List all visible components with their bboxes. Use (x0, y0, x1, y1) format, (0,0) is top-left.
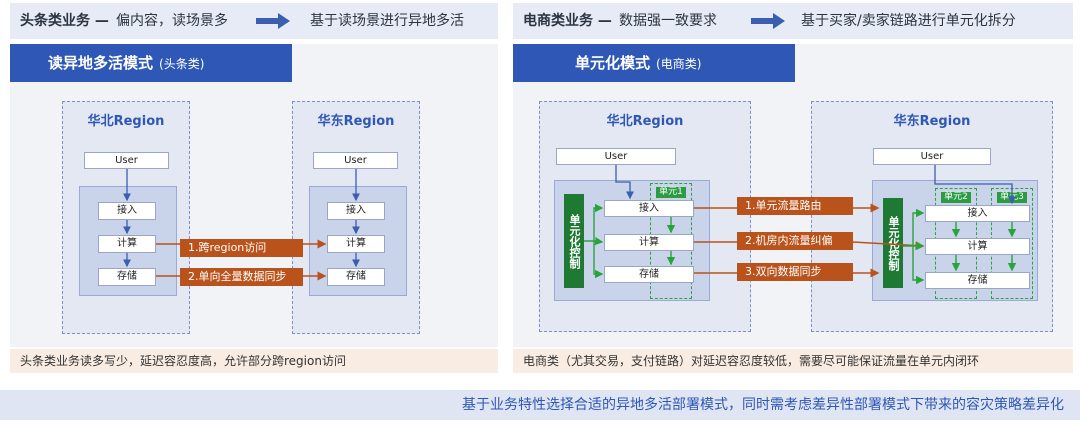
right-region-north-title: 华北Region (606, 114, 684, 129)
summary-footer: 基于业务特性选择合适的异地多活部署模式，同时需考虑差异性部署模式下带来的容灾策略… (0, 390, 1080, 420)
left-east-compute: 计算 (327, 235, 385, 253)
right-north-user-arrow (615, 165, 634, 200)
left-mode-title-text: 读异地多活模式 (48, 54, 154, 72)
right-east-unit-control-label: 单元化控制 (887, 215, 900, 271)
right-east-control-to-access (903, 208, 925, 247)
right-east-unit-control: 单元化控制 (883, 198, 903, 288)
left-header-strategy: 基于读场景进行异地多活 (310, 13, 464, 29)
right-arrow-icon (256, 13, 290, 29)
right-north-control-to-compute (593, 236, 604, 246)
right-east-user: User (873, 148, 991, 165)
left-north-access: 接入 (98, 202, 156, 220)
left-header-category: 头条类业务 — (20, 13, 109, 29)
left-north-storage: 存储 (98, 268, 156, 286)
left-header-feature: 偏内容，读场景多 (116, 13, 228, 29)
right-east-compute: 计算 (925, 238, 1030, 255)
right-link-traffic-correction: 2.机房内流量纠偏 (737, 232, 853, 250)
right-link-unit-routing: 1.单元流量路由 (737, 197, 853, 215)
right-north-compute: 计算 (604, 234, 694, 251)
left-link-cross-region: 1.跨region访问 (180, 239, 303, 257)
right-north-unit-control-label: 单元化控制 (568, 213, 581, 269)
left-note: 头条类业务读多写少，延迟容忍度高，允许部分跨region访问 (10, 349, 498, 373)
right-header-feature: 数据强一致要求 (619, 13, 717, 29)
right-north-user: User (556, 148, 676, 165)
right-north-storage: 存储 (604, 266, 694, 283)
right-arrow-icon (751, 13, 785, 29)
left-east-storage: 存储 (327, 268, 385, 286)
right-east-user-arrow (934, 165, 1016, 205)
right-east-control-to-storage (912, 246, 925, 285)
left-header-bar: 头条类业务 — 偏内容，读场景多 基于读场景进行异地多活 (10, 3, 498, 39)
left-link-one-way-sync: 2.单向全量数据同步 (180, 268, 303, 286)
right-east-access: 接入 (925, 205, 1030, 222)
left-north-compute: 计算 (98, 235, 156, 253)
right-header-strategy: 基于买家/卖家链路进行单元化拆分 (801, 13, 1016, 29)
right-region-east-title: 华东Region (893, 114, 971, 129)
right-header-category: 电商类业务 — (523, 13, 612, 29)
right-east-storage: 存储 (925, 272, 1030, 289)
left-east-access: 接入 (327, 202, 385, 220)
right-north-control-to-access (584, 203, 604, 242)
right-mode-title-text: 单元化模式 (575, 54, 651, 72)
left-region-north-title: 华北Region (87, 114, 165, 129)
left-mode-title-tag: (头条类) (159, 57, 205, 71)
right-north-unit-control: 单元化控制 (564, 194, 584, 288)
left-east-user: User (313, 152, 398, 169)
right-mode-title-tag: (电商类) (656, 57, 702, 71)
right-link-bidirectional-sync: 3.双向数据同步 (737, 263, 853, 281)
right-mode-title: 单元化模式 (电商类) (513, 44, 795, 82)
right-header-bar: 电商类业务 — 数据强一致要求 基于买家/卖家链路进行单元化拆分 (513, 3, 1073, 39)
right-north-control-to-storage (593, 241, 604, 279)
left-region-east-title: 华东Region (317, 114, 395, 129)
right-note: 电商类（尤其交易，支付链路）对延迟容忍度较低，需要尽可能保证流量在单元内闭环 (513, 349, 1073, 373)
right-cell-1-label: 单元1 (656, 187, 686, 198)
right-north-access: 接入 (604, 200, 694, 217)
left-mode-title: 读异地多活模式 (头条类) (10, 44, 292, 82)
left-north-user: User (84, 152, 169, 169)
right-cell-2-label: 单元2 (941, 192, 971, 203)
